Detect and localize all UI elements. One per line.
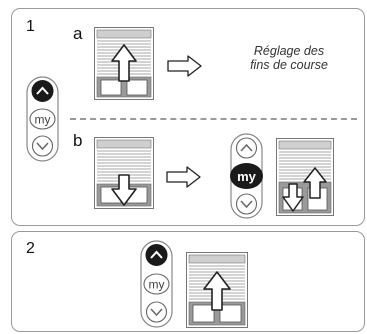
remote-control-3-icon: my	[140, 240, 173, 328]
note-line-1: Réglage des	[253, 44, 325, 58]
substep-a-letter: a	[73, 24, 83, 43]
note-line-2: fins de course	[250, 58, 328, 72]
substep-divider	[70, 118, 357, 120]
shutter-step2-icon	[186, 252, 248, 328]
shutter-b-icon	[94, 137, 154, 209]
remote-control-2-icon: my	[227, 133, 266, 219]
svg-text:my: my	[149, 278, 165, 292]
shutter-b-result-icon	[276, 138, 334, 216]
arrow-right-b-icon	[166, 166, 202, 188]
remote-control-1-icon: my	[26, 76, 59, 162]
limit-setting-note: Réglage des fins de course	[225, 44, 353, 72]
shutter-a-icon	[94, 27, 154, 100]
step-2-number: 2	[26, 240, 35, 257]
substep-b-letter: b	[73, 131, 83, 150]
arrow-right-a-icon	[167, 55, 203, 77]
svg-text:my: my	[237, 169, 257, 184]
svg-text:my: my	[35, 113, 51, 127]
step-1-number: 1	[26, 18, 35, 35]
